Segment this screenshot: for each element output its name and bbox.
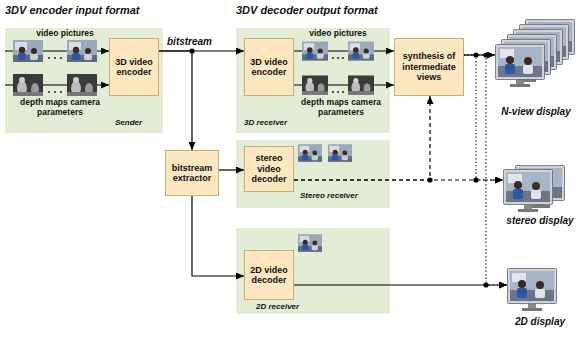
display-node: stereo display	[503, 165, 577, 231]
connector	[464, 55, 507, 285]
box-label: 3D video encoder	[113, 57, 155, 78]
box-label: stereo video decoder	[248, 153, 290, 184]
band-fill	[5, 28, 163, 133]
receiver-band: 2D receiver 2D video decoder	[236, 228, 390, 314]
connector	[294, 179, 503, 180]
band-caption: 2D receiver	[256, 302, 299, 311]
junction-dot	[473, 177, 478, 182]
process-box: stereo video decoder	[244, 146, 294, 192]
process-box: 3D video encoder	[109, 38, 159, 96]
display-node: N-view display	[495, 14, 577, 124]
receiver-band: 3DV encoder input formatvideo picturesde…	[5, 28, 163, 133]
band-heading: 3DV decoder output format	[236, 4, 378, 16]
box-label: 2D video decoder	[248, 265, 290, 286]
display-label: 2D display	[507, 316, 573, 327]
display-label: stereo display	[503, 215, 577, 226]
process-box: 2D video decoder	[244, 250, 294, 300]
process-box: synthesis of intermediate views	[394, 38, 464, 96]
junction-dot	[483, 52, 488, 57]
display-label: N-view display	[495, 106, 577, 117]
junction-dot	[483, 282, 488, 287]
receiver-band: Stereo receiver stereo video decoder	[236, 140, 390, 208]
junction-dot	[473, 52, 478, 57]
mono-display-picture	[507, 266, 573, 314]
connector	[192, 196, 244, 276]
band-heading: 3DV encoder input format	[5, 4, 139, 16]
band-label: depth maps camera parameters	[13, 98, 107, 118]
band-fill	[236, 28, 390, 133]
connector	[159, 51, 192, 150]
junction-dot	[189, 48, 194, 53]
band-caption: Sender	[115, 118, 142, 127]
edge-label: bitstream	[166, 36, 213, 47]
nview-display-picture	[495, 14, 577, 94]
connector	[294, 284, 507, 285]
band-caption: Stereo receiver	[300, 191, 358, 200]
band-label: video pictures	[23, 29, 107, 39]
junction-dot	[427, 177, 432, 182]
connector	[219, 169, 244, 170]
display-node: 2D display	[507, 266, 573, 332]
band-label: depth maps camera parameters	[294, 98, 388, 118]
box-label: 3D video encoder	[248, 57, 290, 78]
stereo-display-picture	[503, 165, 577, 215]
connector	[294, 96, 430, 180]
box-label: synthesis of intermediate views	[398, 51, 460, 82]
process-box: bitstream extractor	[165, 150, 219, 196]
process-box: 3D video encoder	[244, 38, 294, 96]
band-label: video pictures	[296, 29, 380, 39]
band-fill	[236, 140, 390, 208]
band-caption: 3D receiver	[244, 118, 287, 127]
box-label: bitstream extractor	[169, 163, 215, 184]
receiver-band: 3DV decoder output formatvideo picturesd…	[236, 28, 390, 133]
band-fill	[236, 228, 390, 314]
